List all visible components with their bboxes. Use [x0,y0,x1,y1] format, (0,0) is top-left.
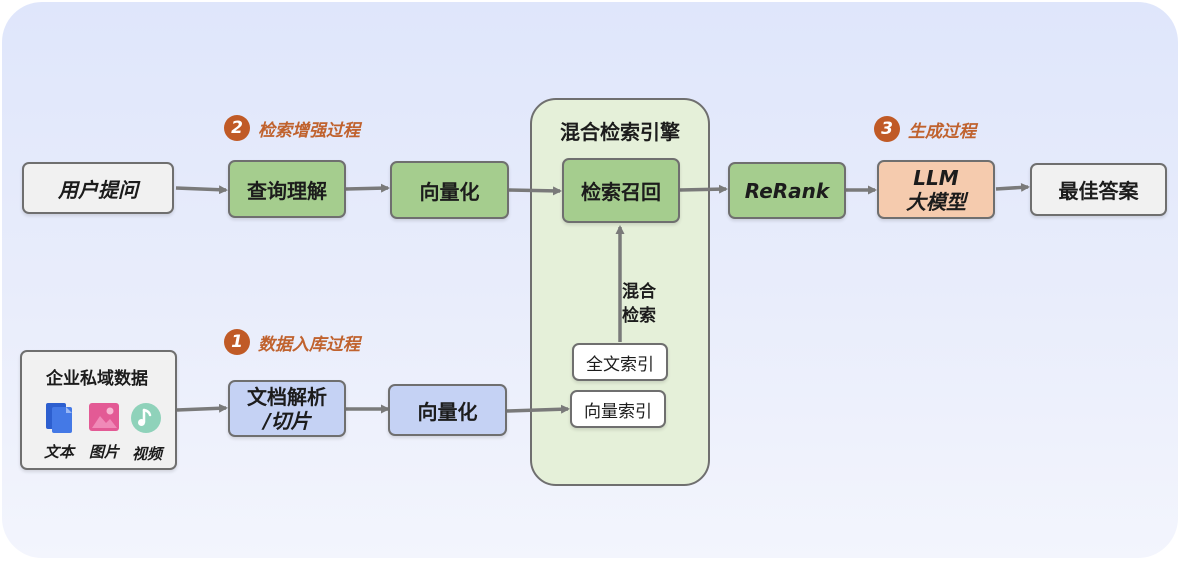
user-question-box: 用户提问 [22,162,174,214]
image-icon [89,403,119,431]
source-item-text: 文本 [43,443,74,461]
stage-title: 数据入库过程 [258,334,360,355]
best-answer-box: 最佳答案 [1030,163,1167,216]
arrow-vector-to-index [506,404,570,414]
arrow-query-to-vector [345,183,390,193]
arrow-vector-to-recall [508,186,562,196]
stage-label-generation: 3 生成过程 [874,116,976,142]
stage-label-retrieval: 2 检索增强过程 [224,115,360,141]
vectorize-box-top: 向量化 [390,161,509,219]
recall-box: 检索召回 [562,158,680,223]
music-icon [131,403,161,433]
document-icon [46,403,72,433]
document-parse-box: 文档解析 /切片 [228,380,346,437]
vector-index-box: 向量索引 [570,390,666,428]
stage-title: 生成过程 [908,121,976,142]
source-item-image: 图片 [88,443,119,461]
query-understanding-box: 查询理解 [228,160,346,218]
stage-badge: 2 [224,115,250,141]
arrow-recall-to-rerank [679,184,728,194]
arrow-llm-to-answer [995,182,1030,192]
stage-title: 检索增强过程 [258,120,360,141]
source-item-video: 视频 [131,445,162,463]
hybrid-search-label: 混合 检索 [622,282,656,326]
llm-box: LLM 大模型 [877,160,995,219]
arrow-source-to-parse [176,403,228,413]
rerank-box: ReRank [728,162,846,219]
enterprise-data-title: 企业私域数据 [46,369,148,389]
fulltext-index-box: 全文索引 [572,343,668,381]
stage-badge: 3 [874,116,900,142]
stage-label-ingestion: 1 数据入库过程 [224,329,360,355]
stage-badge: 1 [224,329,250,355]
arrow-user-to-query [175,185,228,195]
vectorize-box-bottom: 向量化 [388,384,507,436]
engine-title: 混合检索引擎 [560,120,680,144]
